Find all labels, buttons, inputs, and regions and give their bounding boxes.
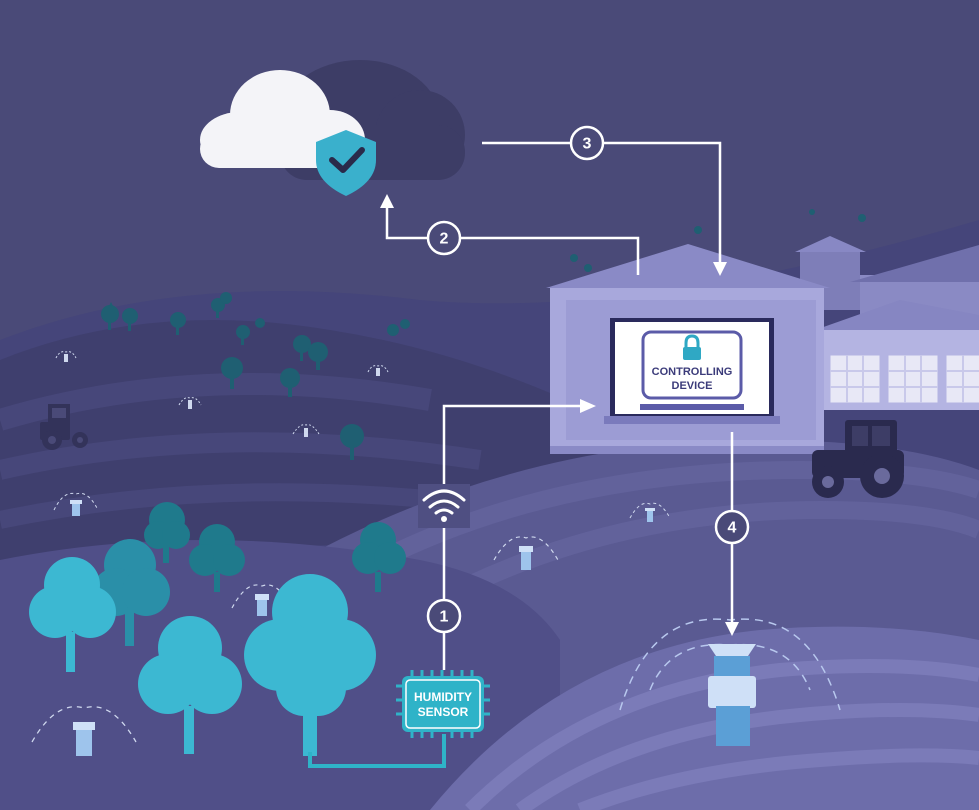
step-badge-2: 2	[426, 220, 462, 256]
tractor-front	[812, 420, 904, 498]
step-badge-1: 1	[426, 598, 462, 634]
step-number-4: 4	[728, 520, 737, 537]
wifi-icon	[418, 484, 470, 528]
step-number-3: 3	[583, 136, 592, 153]
humidity-sensor	[396, 670, 490, 738]
sprinkler-icon	[55, 351, 389, 437]
sensor-label-line2: SENSOR	[418, 705, 469, 719]
controller-label-line1: CONTROLLING	[652, 366, 733, 378]
lock-icon	[683, 334, 701, 360]
flow-arrow-2	[385, 206, 640, 275]
tree-cluster	[29, 502, 406, 756]
controller-label-line2: DEVICE	[672, 380, 713, 392]
sprinkler-main	[619, 618, 841, 746]
step-badge-3: 3	[569, 125, 605, 161]
step-badge-4: 4	[714, 509, 750, 545]
barn-side	[815, 300, 979, 410]
flow-arrow-3	[482, 141, 722, 262]
step-number-2: 2	[440, 231, 449, 248]
sensor-label-line1: HUMIDITY	[414, 690, 472, 704]
step-number-1: 1	[440, 609, 449, 626]
flow-arrow-1	[442, 404, 582, 670]
farm-buildings-back	[795, 236, 979, 315]
tree-icon	[101, 209, 866, 460]
sensor-cable	[308, 734, 446, 768]
laptop	[604, 318, 780, 424]
shield-check-icon	[316, 130, 376, 196]
tractor-icon	[40, 404, 88, 450]
